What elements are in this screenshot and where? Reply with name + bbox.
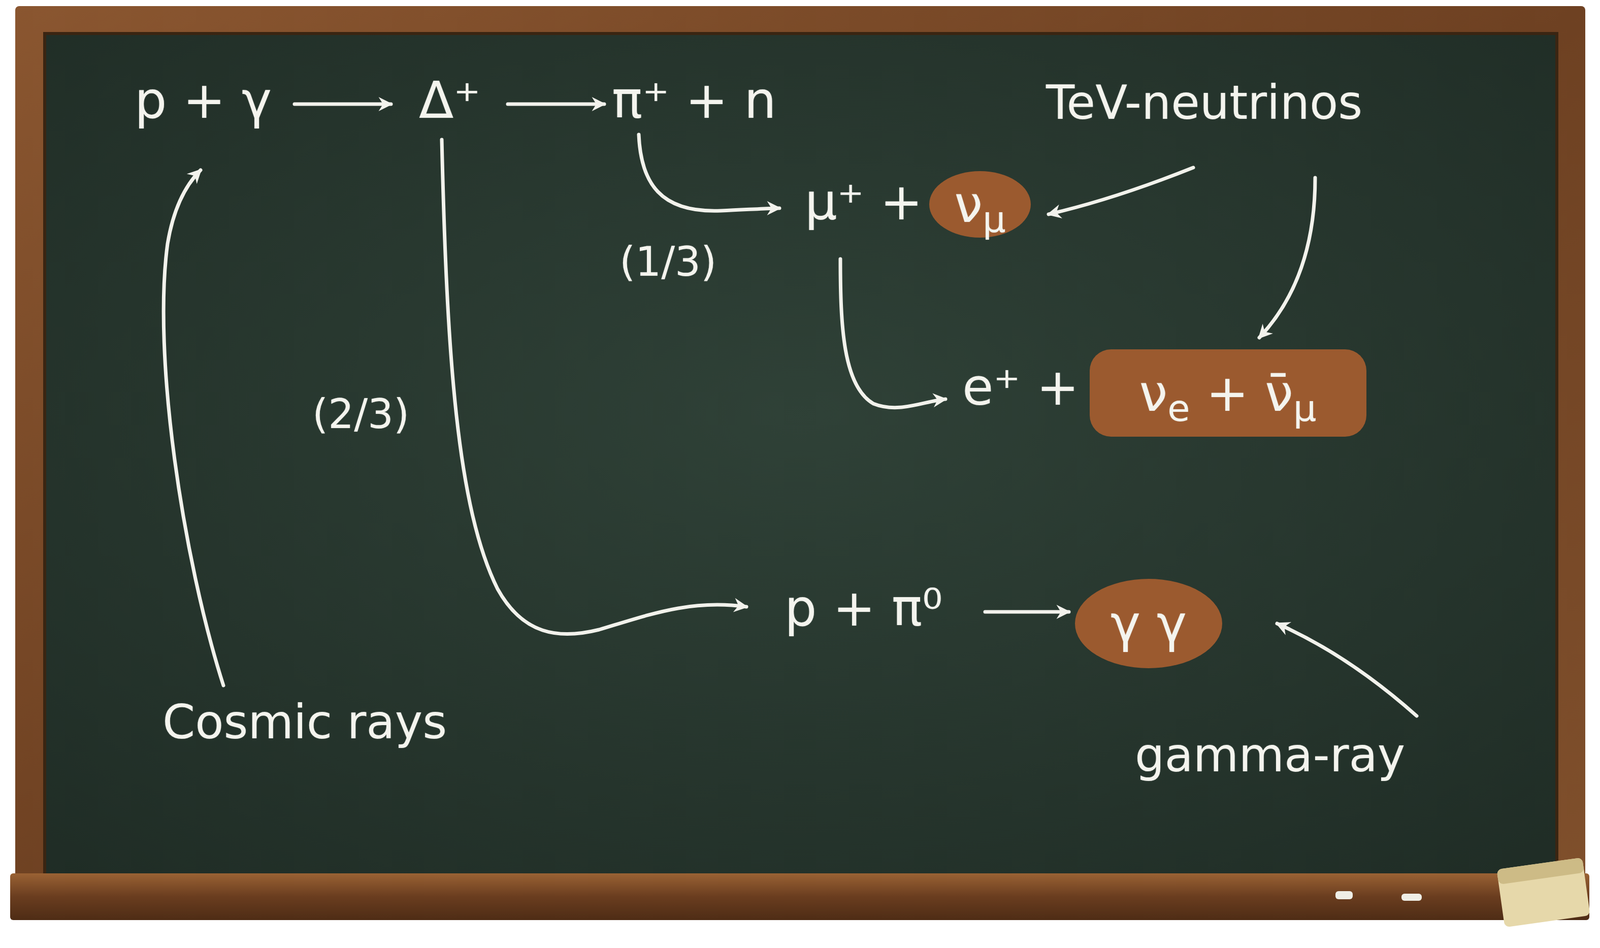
eraser	[1496, 857, 1590, 928]
callout-label: gamma-ray	[1134, 728, 1406, 783]
reaction-term: p + γ	[134, 71, 272, 130]
decay-arrow	[840, 258, 946, 408]
reaction-term: p + π⁰	[784, 578, 943, 638]
chalk-piece	[1335, 891, 1353, 900]
eraser-top	[1496, 857, 1585, 885]
subscript: μ	[1293, 386, 1317, 430]
gamma-oval: γ γ	[1074, 578, 1223, 669]
pointer-arrow	[1277, 623, 1417, 716]
node-text: νe + ν̄μ	[1138, 364, 1317, 423]
branch-arrow	[441, 139, 747, 635]
neutrino-oval: νμ	[929, 171, 1031, 238]
reaction-term: Δ⁺	[418, 71, 481, 130]
chalk-arrows	[163, 104, 1417, 716]
reaction-term: μ⁺ +	[804, 172, 923, 232]
chalk-piece	[1401, 893, 1422, 901]
decay-arrow	[638, 134, 780, 211]
callout-label: Cosmic rays	[162, 695, 447, 750]
slate-surface	[44, 33, 1557, 881]
chalk-ledge	[10, 873, 1590, 921]
neutrino-box: νe + ν̄μ	[1089, 349, 1367, 437]
pointer-arrow	[1048, 167, 1194, 215]
pointer-arrow	[1259, 177, 1316, 338]
subscript: μ	[982, 198, 1006, 241]
eraser-felt	[1496, 857, 1590, 928]
branching-ratio: (2/3)	[312, 390, 410, 438]
reaction-arrow	[507, 102, 605, 107]
frame-inner-edge	[44, 33, 1557, 881]
reaction-arrow	[294, 102, 391, 107]
reaction-term: e⁺ +	[962, 357, 1080, 417]
reaction-term: π⁺ + n	[611, 71, 777, 130]
cosmic-ray-arrow	[163, 170, 224, 686]
callout-label: TeV-neutrinos	[1046, 76, 1363, 130]
node-text: γ γ	[1110, 594, 1187, 653]
decay-arrow	[985, 610, 1069, 614]
branching-ratio: (1/3)	[619, 238, 717, 286]
wooden-frame	[15, 6, 1586, 921]
subscript: e	[1167, 386, 1190, 430]
node-text: νμ	[954, 175, 1006, 234]
